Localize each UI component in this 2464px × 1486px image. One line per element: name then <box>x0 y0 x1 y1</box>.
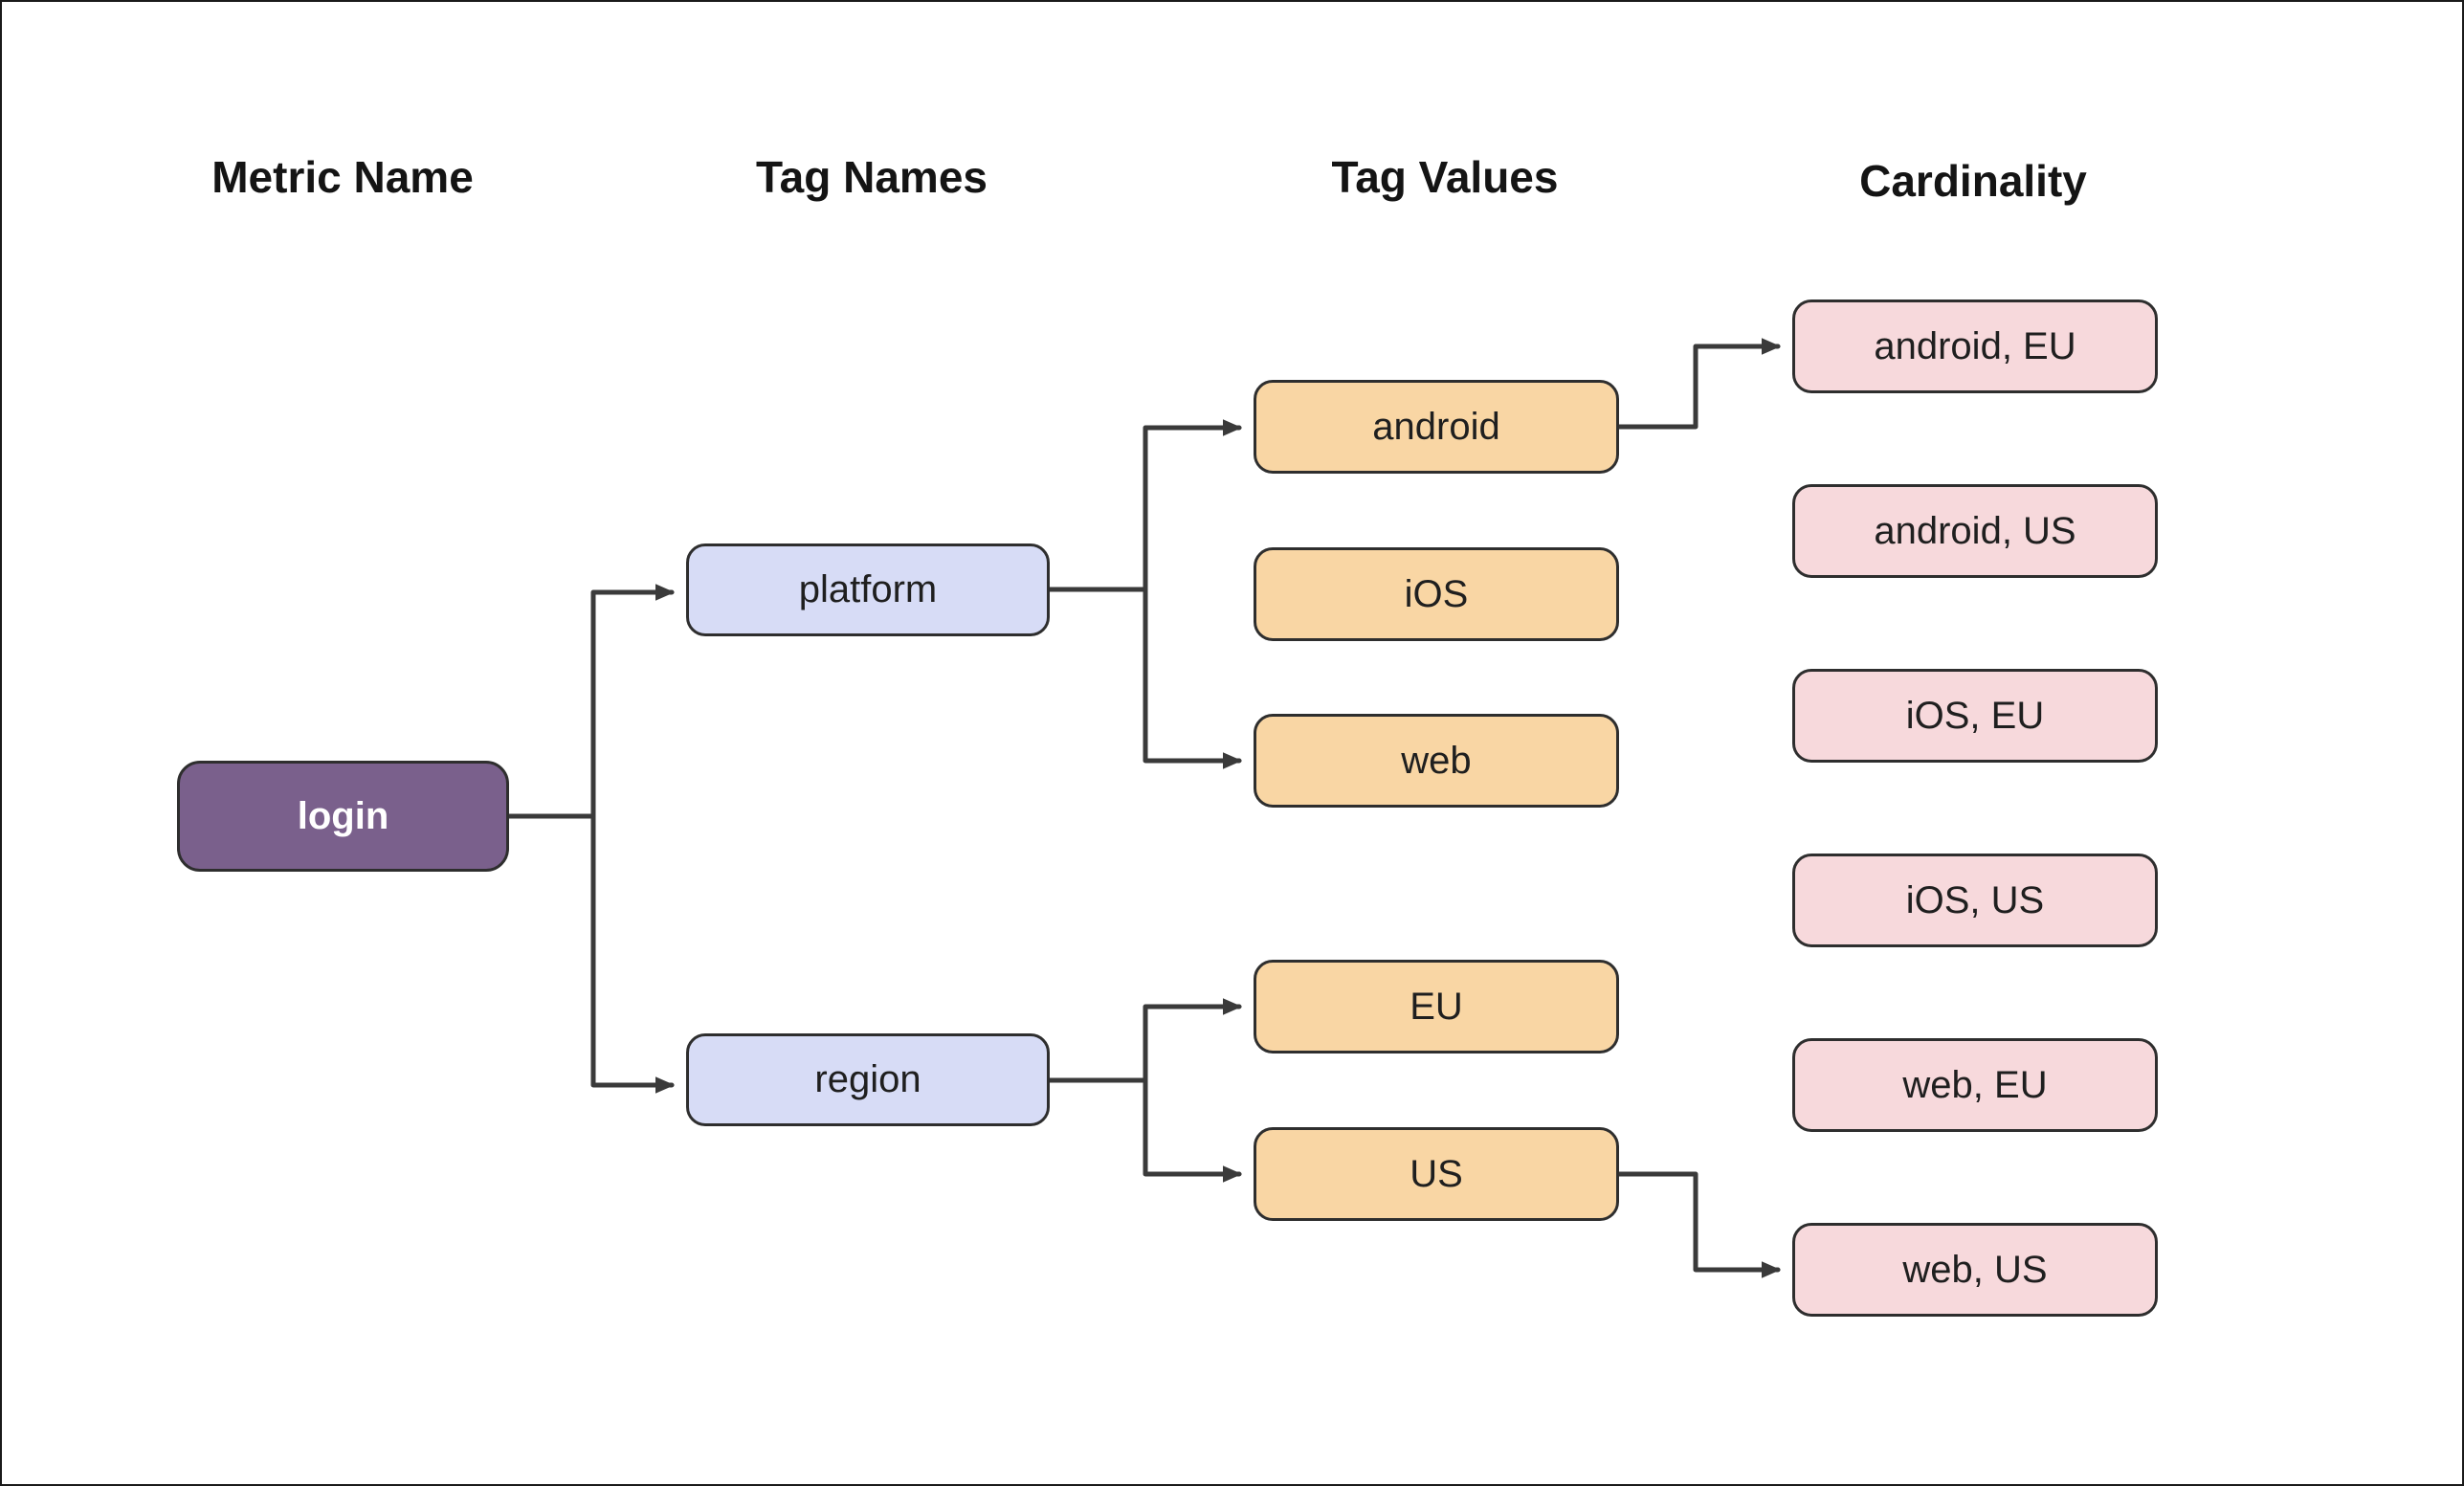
column-header-tag-names: Tag Names <box>755 152 988 202</box>
edge-android-android-eu <box>1616 338 1781 430</box>
edge-region-us <box>1143 1077 1242 1183</box>
node-ios-us: iOS, US <box>1792 854 2158 947</box>
node-login: login <box>177 761 509 872</box>
node-eu: EU <box>1254 960 1619 1054</box>
node-android: android <box>1254 380 1619 474</box>
node-android-us: android, US <box>1792 484 2158 578</box>
node-ios: iOS <box>1254 547 1619 641</box>
column-header-cardinality: Cardinality <box>1859 156 2087 206</box>
edge-us-web-us <box>1616 1171 1781 1278</box>
column-header-tag-values: Tag Values <box>1331 152 1559 202</box>
node-android-eu: android, EU <box>1792 299 2158 393</box>
node-platform: platform <box>686 543 1050 636</box>
edge-platform-web <box>1143 587 1242 769</box>
edge-login-region <box>590 813 675 1094</box>
node-web: web <box>1254 714 1619 808</box>
node-region: region <box>686 1033 1050 1126</box>
column-header-metric-name: Metric Name <box>211 152 474 202</box>
node-ios-eu: iOS, EU <box>1792 669 2158 763</box>
node-web-us: web, US <box>1792 1223 2158 1317</box>
edge-platform-android <box>1143 419 1242 592</box>
node-web-eu: web, EU <box>1792 1038 2158 1132</box>
edge-region-eu <box>1143 998 1242 1083</box>
edge-login-platform <box>590 584 675 819</box>
node-us: US <box>1254 1127 1619 1221</box>
